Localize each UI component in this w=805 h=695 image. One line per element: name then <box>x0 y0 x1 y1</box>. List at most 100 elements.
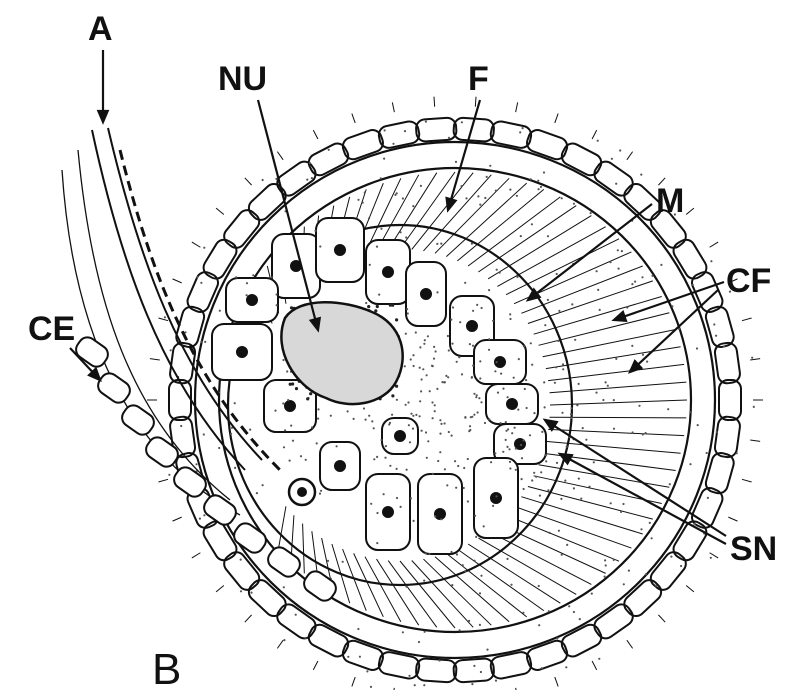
stipple-dot <box>582 427 584 429</box>
stipple-dot <box>573 203 575 205</box>
stipple-dot <box>617 249 619 251</box>
stipple-dot <box>497 392 499 394</box>
surface-hair <box>245 178 252 185</box>
stipple-dot <box>432 365 434 367</box>
stipple-dot <box>406 308 408 310</box>
stipple-dot <box>723 345 725 347</box>
stipple-dot <box>180 425 182 427</box>
stipple-dot <box>475 536 477 538</box>
surface-hair <box>277 640 283 648</box>
stipple-dot <box>736 452 738 454</box>
stipple-dot <box>317 408 319 410</box>
fiber-line <box>388 561 437 628</box>
stipple-dot <box>457 465 459 467</box>
label-m: M <box>656 184 684 218</box>
surface-hair <box>216 208 224 214</box>
fiber-line <box>550 417 687 418</box>
outer-cell <box>416 117 457 142</box>
stipple-dot <box>432 473 434 475</box>
stipple-dot <box>483 525 485 527</box>
stipple-dot <box>434 404 436 406</box>
stipple-dot <box>199 518 201 520</box>
outer-cell <box>200 236 240 282</box>
stipple-dot <box>753 406 755 408</box>
stipple-dot <box>282 402 284 404</box>
stipple-dot <box>407 312 409 314</box>
stipple-dot <box>404 130 406 132</box>
stipple-dot <box>412 415 414 417</box>
stipple-dot <box>256 492 258 494</box>
nucleus-grain <box>391 304 394 307</box>
stipple-dot <box>471 416 473 418</box>
stipple-dot <box>475 396 477 398</box>
stipple-dot <box>235 276 237 278</box>
stipple-dot <box>621 250 623 252</box>
stipple-dot <box>494 452 496 454</box>
stipple-dot <box>538 188 540 190</box>
stipple-dot <box>609 261 611 263</box>
stipple-dot <box>423 580 425 582</box>
stipple-dot <box>218 447 220 449</box>
stipple-dot <box>626 306 628 308</box>
stipple-dot <box>697 424 699 426</box>
stipple-dot <box>400 506 402 508</box>
surface-hair <box>555 114 558 123</box>
stipple-dot <box>462 564 464 566</box>
ce-cell <box>95 370 134 406</box>
surface-hair <box>352 677 355 686</box>
surface-hair <box>592 661 597 670</box>
surface-hair <box>150 359 160 360</box>
stipple-dot <box>164 316 166 318</box>
stipple-dot <box>535 476 537 478</box>
surface-hair <box>710 242 719 247</box>
stipple-dot <box>571 303 573 305</box>
stipple-dot <box>578 478 580 480</box>
fiber-line <box>488 216 591 279</box>
stipple-dot <box>436 291 438 293</box>
stipple-dot <box>533 412 535 414</box>
stipple-dot <box>464 570 466 572</box>
stipple-dot <box>456 361 458 363</box>
stipple-dot <box>413 520 415 522</box>
stipple-dot <box>655 585 657 587</box>
stipple-dot <box>444 468 446 470</box>
stipple-dot <box>289 460 291 462</box>
outer-cell <box>340 638 385 672</box>
surface-hair <box>277 152 283 160</box>
fiber-line <box>506 239 619 295</box>
stipple-dot <box>488 418 490 420</box>
stipple-dot <box>479 592 481 594</box>
stipple-dot <box>505 421 507 423</box>
stipple-dot <box>365 419 367 421</box>
stipple-dot <box>461 121 463 123</box>
stipple-dot <box>547 489 549 491</box>
stipple-dot <box>573 611 575 613</box>
stipple-dot <box>615 358 617 360</box>
stipple-dot <box>496 269 498 271</box>
stipple-dot <box>412 428 414 430</box>
stipple-dot <box>610 502 612 504</box>
fiber-line <box>400 172 455 249</box>
stipple-dot <box>526 407 528 409</box>
stipple-dot <box>369 264 371 266</box>
stipple-dot <box>480 671 482 673</box>
stipple-dot <box>531 223 533 225</box>
surface-hair <box>592 130 597 139</box>
stipple-dot <box>342 561 344 563</box>
stipple-dot <box>317 418 319 420</box>
stipple-dot <box>525 379 527 381</box>
stipple-dot <box>415 331 417 333</box>
stipple-dot <box>505 439 507 441</box>
stipple-dot <box>200 282 202 284</box>
stipple-dot <box>456 553 458 555</box>
stipple-dot <box>410 497 412 499</box>
stipple-dot <box>565 666 567 668</box>
stipple-dot <box>651 275 653 277</box>
stipple-dot <box>429 390 431 392</box>
stipple-dot <box>447 335 449 337</box>
stipple-dot <box>660 264 662 266</box>
stipple-dot <box>410 413 412 415</box>
stipple-dot <box>441 381 443 383</box>
fiber-line <box>388 173 437 250</box>
stipple-dot <box>620 511 622 513</box>
